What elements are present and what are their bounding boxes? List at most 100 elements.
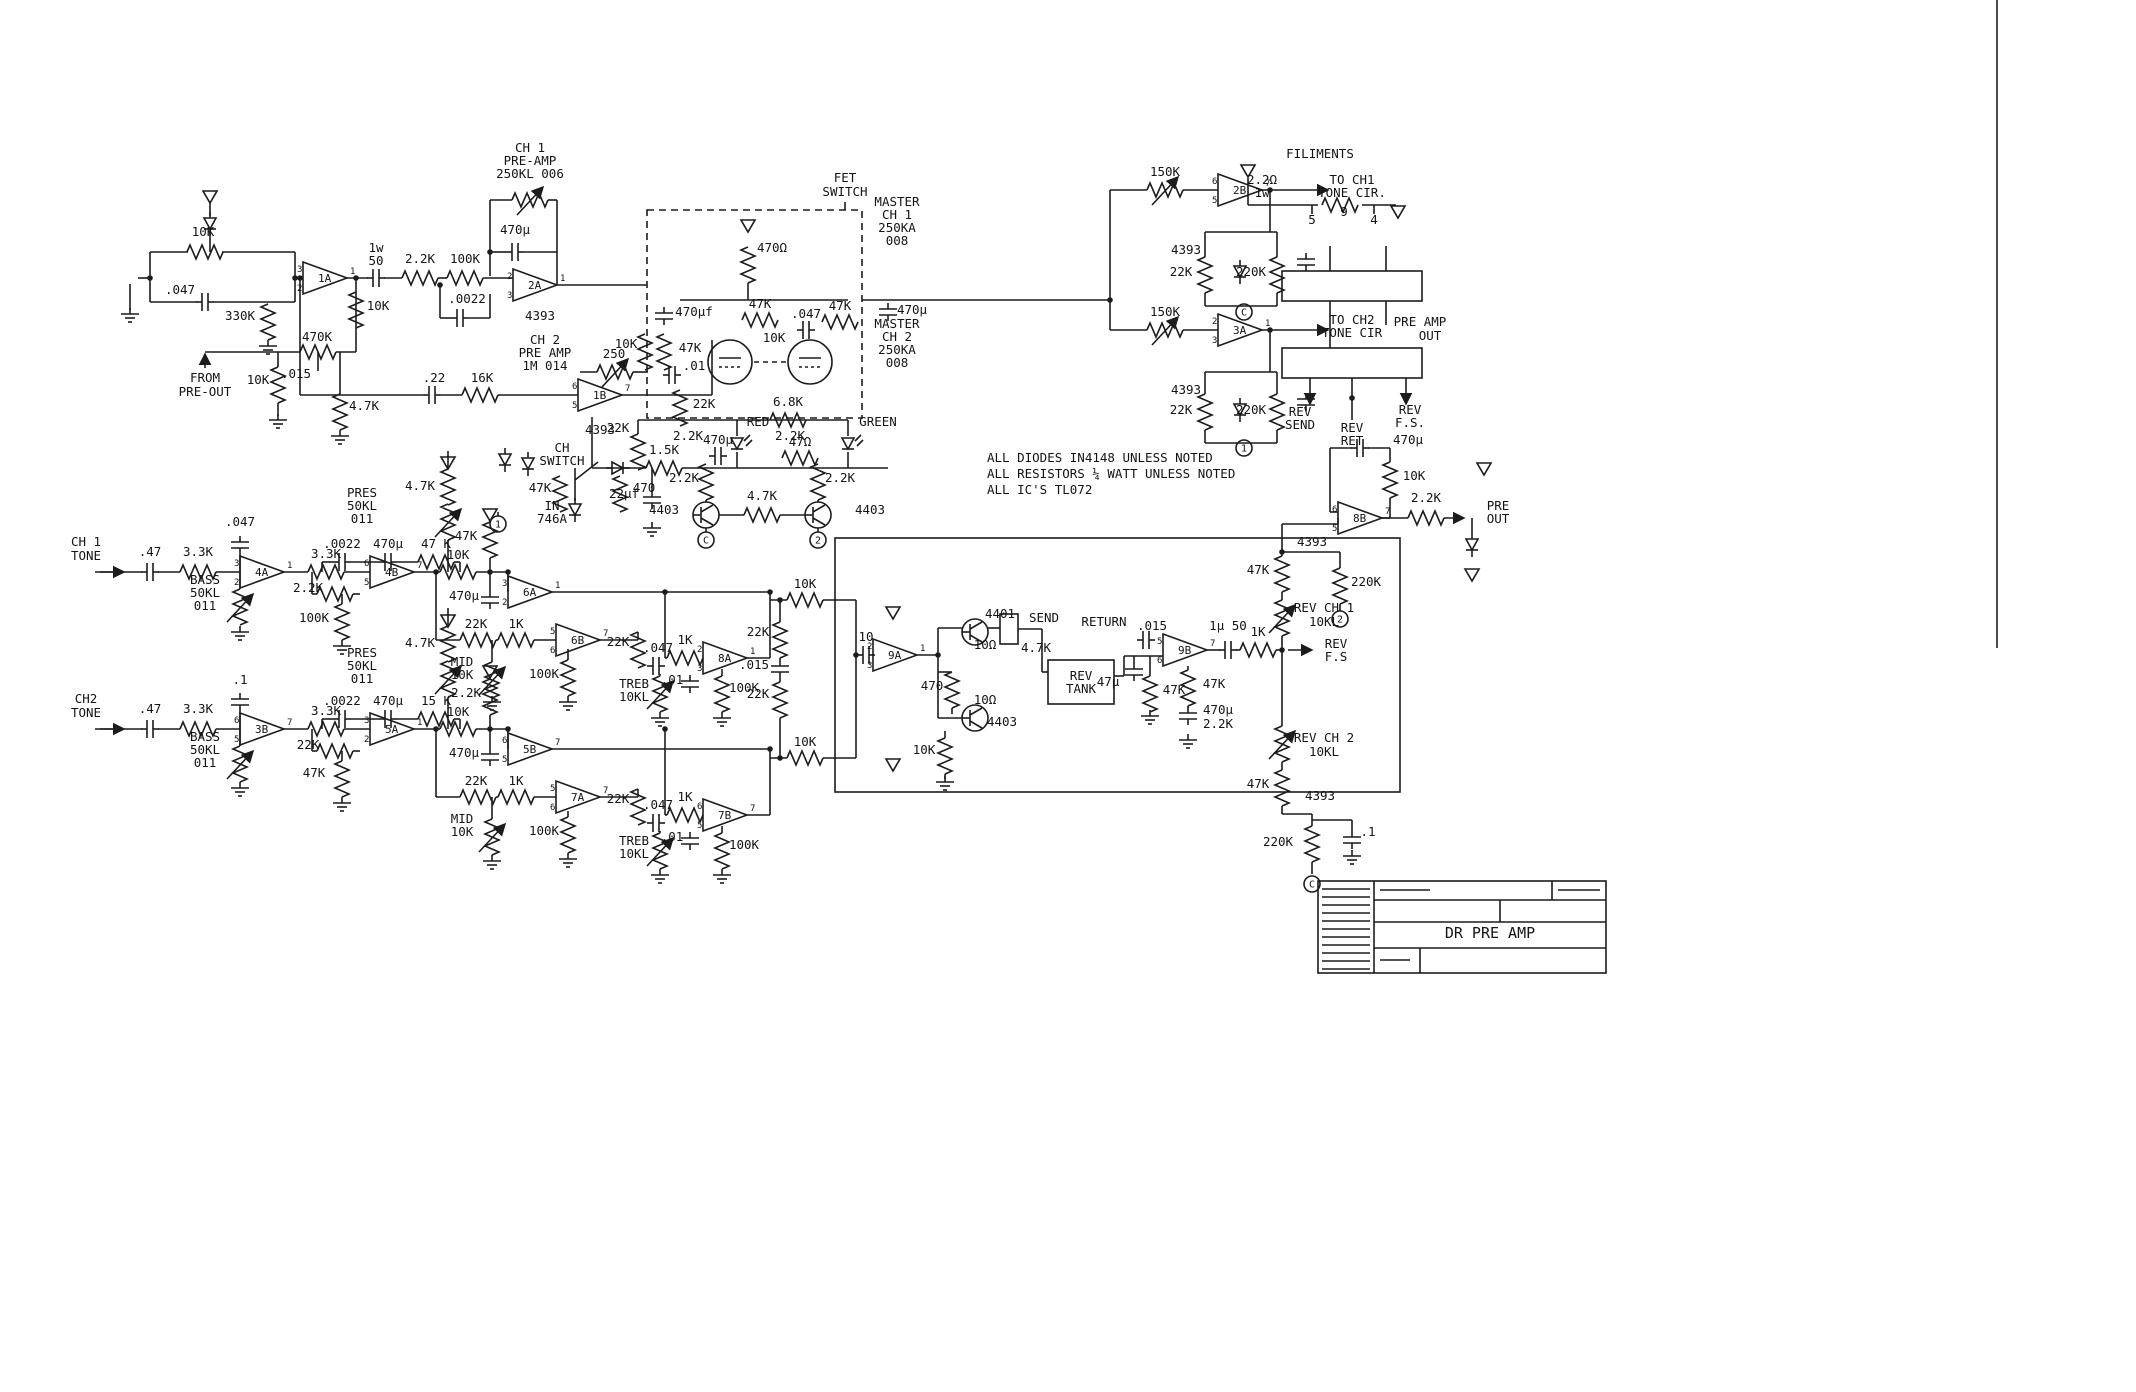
schematic-label: PRE-OUT [179,384,232,399]
resistor [628,433,648,471]
schematic-label: 10K [913,742,936,757]
opamp-name: 9A [888,649,902,662]
resistor [550,475,570,513]
resistor [670,389,690,427]
opamp-pin: 3 [234,559,239,569]
resistor [770,681,790,719]
resistor [654,333,674,371]
schematic-label: 47K [529,480,552,495]
schematic-label: 470μ [449,745,480,760]
resistor [645,458,683,478]
resistor [299,342,337,362]
schematic-label: 250 [603,346,626,361]
terminal [697,531,715,549]
opamp-pin: 5 [697,821,702,831]
opamp-pin: 5 [550,784,555,794]
power-triangle-icon [884,758,902,773]
led-ray [856,439,864,447]
opamp-pin: 3 [502,579,507,589]
schematic-label: FET [834,170,857,185]
junction-dot [777,597,783,603]
power-triangle-icon [1463,568,1481,583]
schematic-label: 011 [351,511,374,526]
schematic-label: 22K [607,420,630,435]
resistor [316,741,354,761]
schematic-label: 50KL [190,585,220,600]
schematic-label: 250KL 006 [496,166,564,181]
schematic-label: 10K [447,704,470,719]
opamp-4A [239,554,287,590]
schematic-label: 220K [1351,574,1382,589]
junction-dot [935,652,941,658]
schematic-label: 011 [194,755,217,770]
tube [787,339,833,385]
pot-wiper-arrow [1151,315,1180,346]
schematic-label: 4393 [525,308,555,323]
junction-dot [767,589,773,595]
schematic-label: .015 [1137,618,1167,633]
power-triangle-icon [884,606,902,621]
schematic-label: 220K [1236,264,1267,279]
schematic-label: 47μ [1097,674,1120,689]
opamp-pin: 5 [1157,637,1162,647]
opamp-pin: 6 [1212,177,1217,187]
power-triangle-icon [439,456,457,471]
schematic-label: 47K [829,298,852,313]
resistor [821,312,859,332]
box [1281,270,1423,302]
resistor [628,631,648,669]
schematic-label: MASTER [874,316,920,331]
resistor [459,630,497,650]
resistor [666,805,704,825]
resistor [628,788,648,826]
opamp-pin: 5 [1212,196,1217,206]
opamp-name: 2A [528,279,542,292]
opamp-pin: 7 [417,561,422,571]
resistor [942,671,962,709]
schematic-label: 10KL [619,689,649,704]
junction-dot [853,652,859,658]
resistor [666,648,704,668]
resistor [459,787,497,807]
schematic-label: 470μ [703,432,734,447]
schematic-label: 470Ω [757,240,788,255]
schematic-label: REV [1070,668,1093,683]
box [646,209,863,419]
opamp-pin: 7 [603,786,608,796]
schematic-label: 16K [471,370,494,385]
schematic-label: 22K [465,616,488,631]
pot-wiper-arrow [226,749,255,780]
schematic-label: 470K [302,329,333,344]
resistor [401,268,439,288]
junction-dot [437,282,443,288]
schematic-label: CH 2 [530,332,560,347]
opamp-pin: 5 [234,735,239,745]
schematic-label: CH 1 [882,207,912,222]
schematic-label: 1μ 50 [1209,618,1247,633]
junction-dot [1279,549,1285,555]
schematic-label: 470μ [500,222,531,237]
opamp-pin: 5 [550,627,555,637]
box [1317,880,1607,974]
schematic-label: 10KL [619,846,649,861]
schematic-label: 1M 014 [522,358,567,373]
resistor [769,410,807,430]
schematic-label: 220K [1236,402,1267,417]
opamp-pin: 7 [1265,179,1270,189]
opamp-pin: 2 [297,284,302,294]
schematic-label: .047 [225,514,255,529]
schematic-label: 4393 [1171,242,1201,257]
pot-wiper-arrow [434,664,463,695]
terminal-label: 1 [495,520,501,531]
terminal [809,531,827,549]
schematic-label: CH2 [75,691,98,706]
schematic-label: PRE AMP [1394,314,1447,329]
schematic-label: 47K [679,340,702,355]
junction-dot [505,726,511,732]
schematic-label: TO CH1 [1329,172,1374,187]
junction-dot [767,746,773,752]
opamp-pin: 1 [287,561,292,571]
resistor [439,562,477,582]
diode [497,453,513,467]
resistor [439,719,477,739]
